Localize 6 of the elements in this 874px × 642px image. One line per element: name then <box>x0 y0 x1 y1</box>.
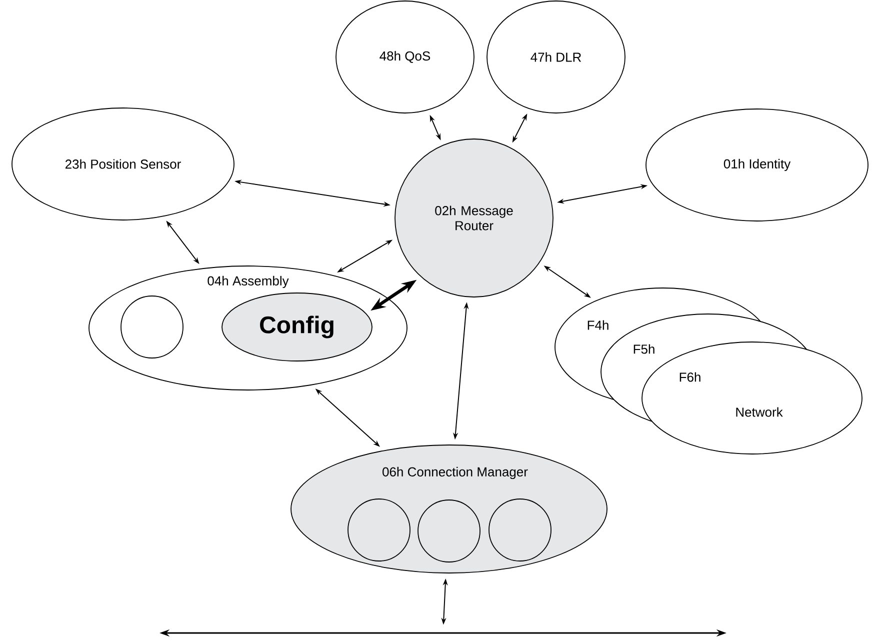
instance-circle <box>488 498 552 562</box>
instance-circle <box>120 296 184 358</box>
node-label: F6h <box>680 372 700 382</box>
instance-circle <box>348 498 410 562</box>
instance-circle <box>418 500 480 562</box>
node-label: Network <box>736 407 783 417</box>
